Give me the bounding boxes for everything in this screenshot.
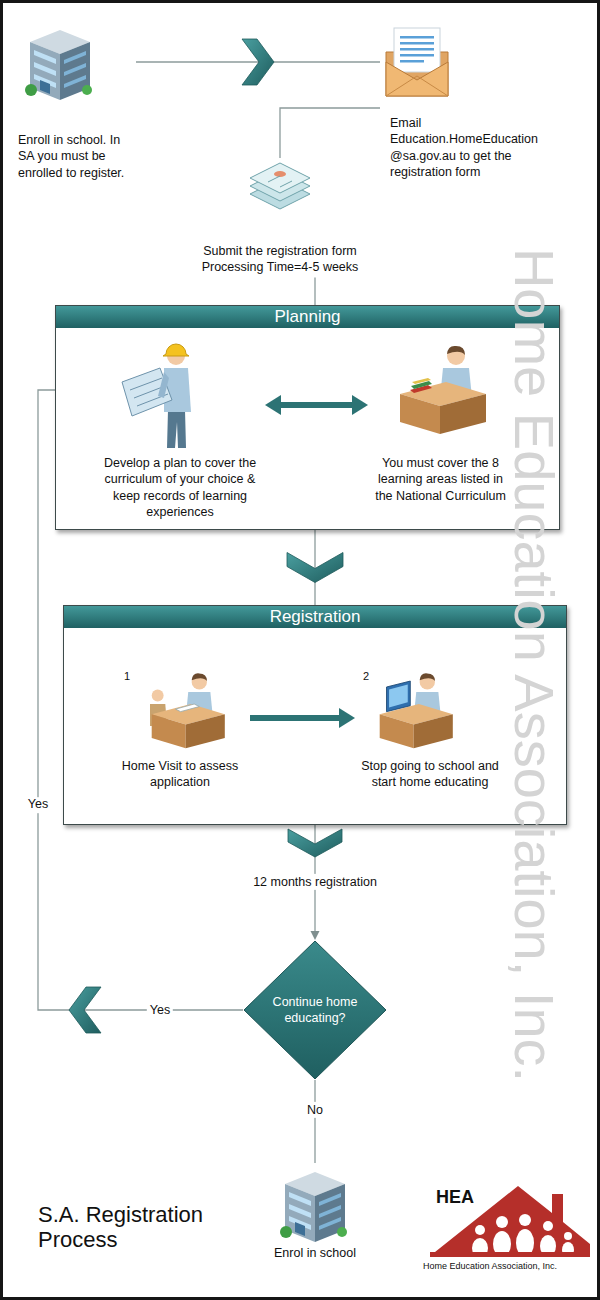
edge-label: No [304,1102,326,1118]
watermark: Home Education Association, Inc. [506,248,562,1082]
building-icon [280,1172,347,1242]
flow-line [280,108,380,158]
decision-diamond: Continue home educating? [243,940,387,1080]
logo-house [519,1214,531,1226]
computer-icon [389,684,408,707]
envelope-icon [400,60,424,63]
meeting-icon [152,704,225,748]
computer-icon [380,673,453,748]
engineer-icon [122,344,191,448]
decision-diamond [244,941,386,1079]
step-box: Submit the registration form Processing … [190,158,370,278]
decision-text: Continue home educating? [265,994,365,1027]
envelope-icon [386,62,448,96]
arrow-head [339,708,355,728]
step-caption: You must cover the 8 learning areas list… [368,455,513,504]
desk-icon [400,346,486,434]
document-icon [250,163,310,209]
envelope-icon [400,42,434,45]
engineer-icon [163,344,189,356]
logo-text: HEA [436,1186,474,1209]
engineer-icon [130,378,162,390]
step-caption: Enroll in school. In SA you must be enro… [18,132,136,181]
arrow-head [352,395,368,415]
callout-number: 1 [124,670,130,683]
document-icon [268,176,280,182]
edge-label: Yes [147,1002,173,1018]
flow-line [314,278,315,306]
envelope-icon [400,36,434,39]
panel-heading: Planning [56,306,559,328]
document-icon [250,163,310,193]
chevron-arrow [69,987,101,1033]
stage-panel: Develop a plan to cover the curriculum o… [55,305,560,530]
logo-house [564,1232,572,1240]
envelope-icon [386,28,448,96]
step-box: Enroll in school. In SA you must be enro… [18,20,136,183]
engineer-icon [158,372,169,398]
flow-arrow [280,402,353,408]
envelope-icon [394,28,440,72]
step-caption: Develop a plan to cover the curriculum o… [95,455,265,520]
building-icon [25,30,92,100]
step-caption: Submit the registration form Processing … [190,243,370,276]
step-box: Email Education.HomeEducation @sa.gov.au… [380,20,555,182]
step-caption: Stop going to school and start home educ… [355,758,505,791]
arrow-head [265,395,281,415]
step-box: Develop a plan to cover the curriculum o… [95,335,265,522]
panel-heading: Registration [64,606,566,628]
callout-number: 2 [363,670,369,683]
flow-line [314,1080,315,1163]
step-caption: Email Education.HomeEducation @sa.gov.au… [390,115,555,180]
envelope-icon [386,76,448,96]
envelope-icon [400,48,434,51]
logo-name: Home Education Association, Inc. [423,1261,557,1272]
step-box: 1Home Visit to assess application [110,668,250,793]
logo-house [430,1186,590,1258]
arrow-head [311,931,320,940]
desk-icon [412,378,431,384]
logo-house [430,1252,590,1257]
meeting-icon [152,690,164,702]
step-box: 2Stop going to school and start home edu… [355,668,505,793]
step-caption: Home Visit to assess application [110,758,250,791]
envelope-icon [400,54,434,57]
meeting-icon [150,673,225,748]
diagram-title: S.A. Registration Process [38,1203,228,1252]
building-icon [25,30,92,100]
edge-label: 12 months registration [250,874,380,890]
flow-arrow [250,715,340,721]
engineer-icon [167,410,186,448]
flow-line [136,61,380,62]
computer-icon [387,681,411,712]
logo-house [543,1221,553,1231]
step-caption: Enrol in school [255,1245,375,1261]
stage-panel: 1Home Visit to assess application 2Stop g… [63,605,567,825]
step-box: You must cover the 8 learning areas list… [368,335,513,506]
chevron-arrow [242,39,274,85]
engineer-icon [122,368,172,416]
document-icon [280,181,292,187]
chevron-arrow [287,553,343,583]
logo-house [475,1225,485,1235]
chevron-arrow [288,829,342,857]
step-box: Enrol in school [255,1163,375,1263]
flow-line [314,530,315,605]
meeting-icon [176,704,200,712]
building-icon [280,1172,347,1242]
desk-icon [400,382,486,434]
logo-house [496,1216,508,1228]
edge-note: Yes [25,797,51,813]
decision-shape [243,940,387,1080]
